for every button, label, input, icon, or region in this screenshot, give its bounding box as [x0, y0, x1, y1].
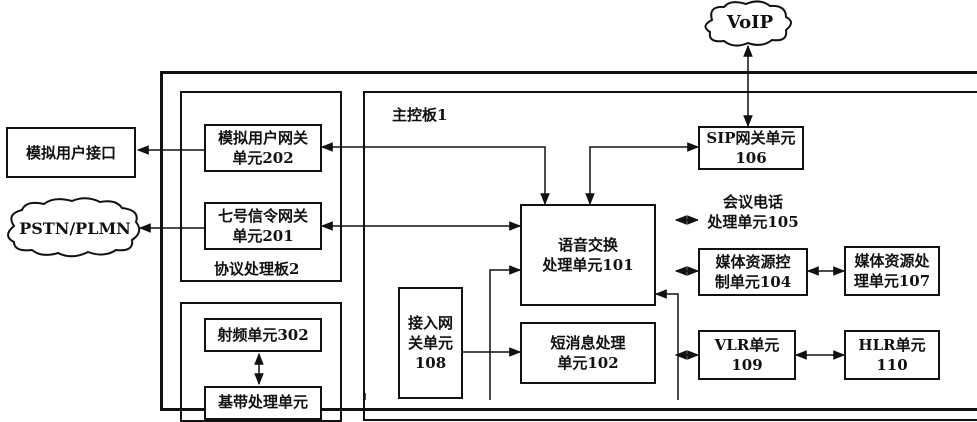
baseband-unit: 基带处理单元: [204, 386, 322, 420]
sms-line1: 短消息处理: [550, 334, 626, 352]
baseband-unit-label: 基带处理单元: [217, 393, 308, 411]
analog-voice-link: [320, 142, 550, 206]
analog-gateway-line1: 模拟用户网关: [217, 129, 308, 147]
ss7-gateway-line2: 单元201: [232, 227, 294, 245]
sip-gateway-line2: 106: [735, 149, 767, 167]
conference-line1: 会议电话: [722, 193, 783, 211]
voip-cloud-shape: [704, 0, 792, 47]
analog-gateway-unit: 模拟用户网关 单元202: [204, 124, 322, 172]
vlr-line2: 109: [731, 356, 763, 374]
rf-unit-label: 射频单元302: [217, 326, 309, 344]
sip-gateway-unit: SIP网关单元 106: [698, 126, 804, 170]
access-gateway-unit: 接入网 关单元 108: [398, 287, 463, 399]
voice-switch-unit: 语音交换 处理单元101: [520, 204, 656, 306]
media-process-unit: 媒体资源处 理单元107: [844, 246, 940, 296]
analog-gateway-line2: 单元202: [232, 149, 294, 167]
ss7-gateway-line1: 七号信令网关: [217, 207, 308, 225]
bus-voice-left-link: [489, 265, 522, 400]
media-control-unit: 媒体资源控 制单元104: [698, 248, 808, 296]
conference-unit: 会议电话 处理单元105: [698, 188, 808, 236]
hlr-unit: HLR单元 110: [844, 330, 940, 380]
sms-line2: 单元102: [557, 354, 619, 372]
analog-user-interface-label: 模拟用户接口: [25, 143, 116, 162]
access-gateway-line3: 108: [414, 354, 447, 372]
rf-unit: 射频单元302: [204, 318, 322, 352]
access-gateway-line1: 接入网: [407, 314, 453, 332]
media-control-line1: 媒体资源控: [715, 253, 791, 271]
vlr-line1: VLR单元: [714, 336, 780, 354]
media-process-line1: 媒体资源处: [854, 252, 930, 270]
analog-user-interface: 模拟用户接口: [6, 127, 136, 178]
pstn-cloud-shape: [7, 197, 141, 258]
pstn-cloud-label: PSTN/PLMN: [19, 219, 131, 238]
hlr-line2: 110: [876, 356, 908, 374]
sms-unit: 短消息处理 单元102: [520, 322, 656, 384]
sip-gateway-line1: SIP网关单元: [706, 129, 796, 147]
access-gateway-line2: 关单元: [407, 334, 453, 352]
voice-switch-line1: 语音交换: [557, 236, 618, 254]
vlr-unit: VLR单元 109: [698, 330, 796, 380]
connection-diagram: [7, 0, 846, 400]
voip-cloud-label: VoIP: [726, 12, 774, 33]
protocol-board-title: 协议处理板2: [214, 260, 300, 278]
ss7-gateway-unit: 七号信令网关 单元201: [204, 202, 322, 250]
conference-line2: 处理单元105: [707, 213, 799, 231]
media-process-line2: 理单元107: [853, 272, 931, 290]
protocol-board: [180, 91, 342, 282]
main-board-title: 主控板1: [392, 106, 448, 124]
hlr-line1: HLR单元: [858, 336, 926, 354]
bus-voice-right-link: [654, 289, 679, 400]
voice-sip-link: [585, 142, 700, 206]
voice-switch-line2: 处理单元101: [542, 256, 634, 274]
media-control-line2: 制单元104: [714, 273, 792, 291]
